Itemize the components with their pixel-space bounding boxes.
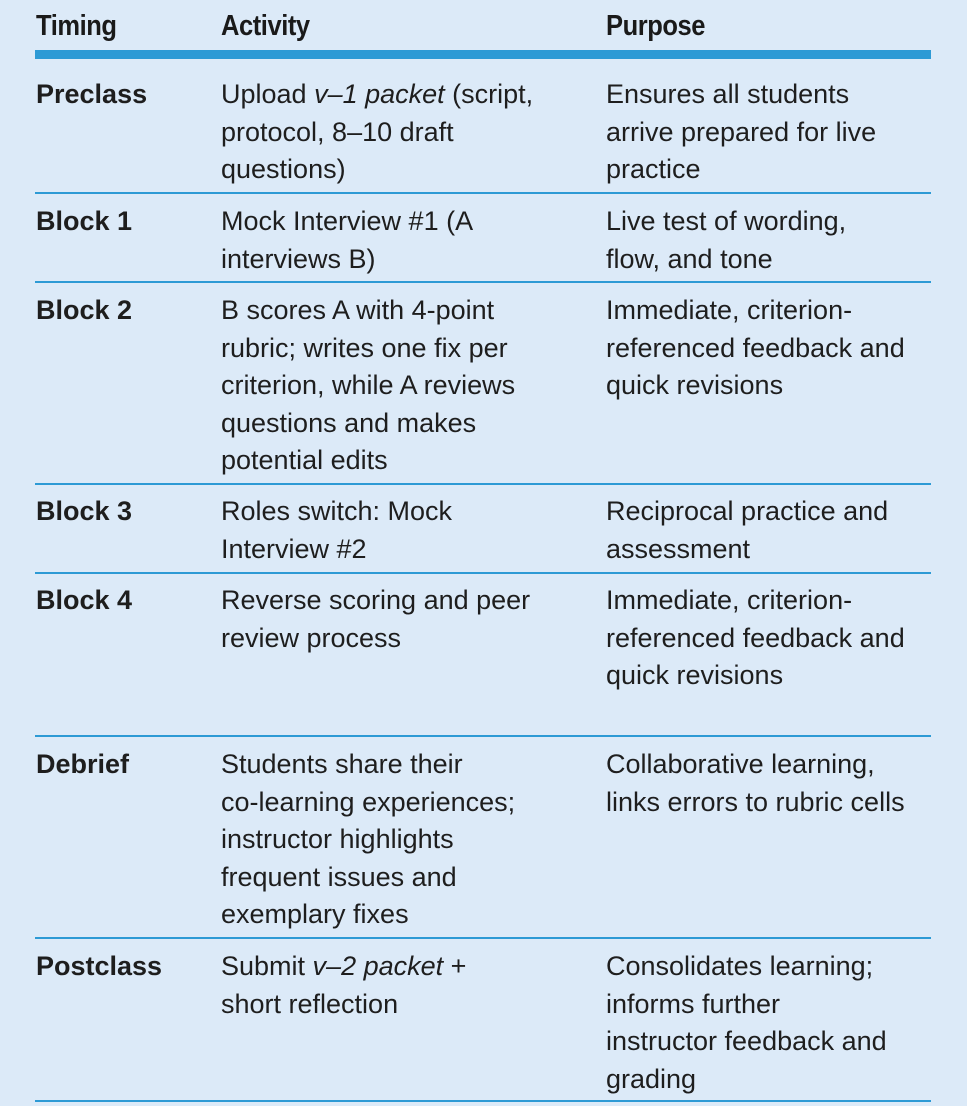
row-purpose: Consolidates learning; informs further i… — [606, 951, 887, 1094]
row-activity: Mock Interview #1 (A interviews B) — [221, 206, 474, 274]
row-divider — [35, 1100, 931, 1102]
row-timing: Postclass — [36, 951, 163, 981]
row-timing: Debrief — [36, 749, 130, 779]
row-purpose: Immediate, criterion- referenced feedbac… — [606, 585, 905, 690]
row-purpose: Collaborative learning, links errors to … — [606, 749, 905, 817]
row-activity: Submit v–2 packet + short reflection — [221, 951, 467, 1019]
row-divider — [35, 192, 931, 194]
row-timing: Block 1 — [36, 206, 133, 236]
row-activity: Students share their co-learning experie… — [221, 749, 516, 929]
table-header: Timing Activity Purpose — [0, 0, 967, 62]
row-purpose: Reciprocal practice and assessment — [606, 496, 889, 564]
row-activity: Reverse scoring and peer review process — [221, 585, 531, 653]
row-activity: Roles switch: Mock Interview #2 — [221, 496, 453, 564]
row-divider — [35, 483, 931, 485]
header-rule — [35, 50, 931, 59]
row-purpose: Ensures all students arrive prepared for… — [606, 79, 877, 184]
row-divider — [35, 281, 931, 283]
header-purpose: Purpose — [606, 10, 706, 42]
row-activity: B scores A with 4-point rubric; writes o… — [221, 295, 516, 475]
row-timing: Block 2 — [36, 295, 133, 325]
row-divider — [35, 735, 931, 737]
row-timing: Preclass — [36, 79, 148, 109]
header-timing: Timing — [36, 10, 117, 42]
row-purpose: Immediate, criterion- referenced feedbac… — [606, 295, 905, 400]
row-purpose: Live test of wording, flow, and tone — [606, 206, 847, 274]
row-divider — [35, 937, 931, 939]
header-activity: Activity — [221, 10, 310, 42]
row-activity: Upload v–1 packet (script, protocol, 8–1… — [221, 79, 534, 184]
row-timing: Block 4 — [36, 585, 133, 615]
row-divider — [35, 572, 931, 574]
row-timing: Block 3 — [36, 496, 133, 526]
